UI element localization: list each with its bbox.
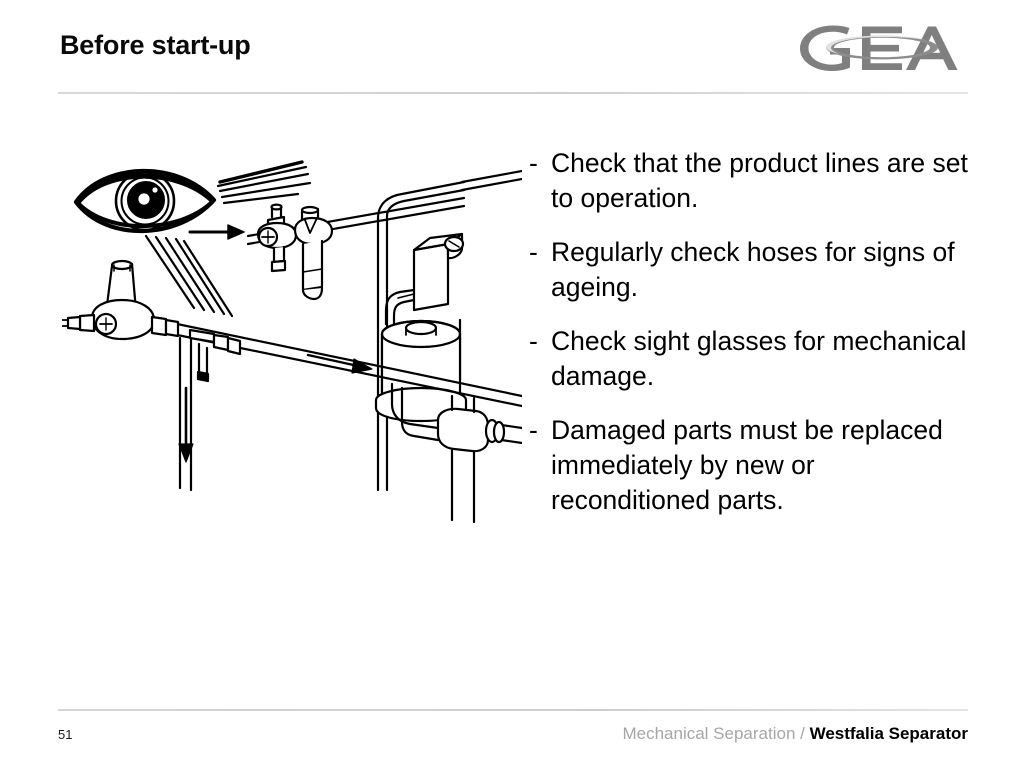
flow-arrow-down [178,386,194,463]
bullet-dash: - [529,326,538,356]
gea-logo [790,16,972,78]
footer-divider [58,709,968,711]
bullet-text: Damaged parts must be replaced immediate… [551,415,943,515]
downpipe-left [178,336,193,492]
slide-footer: 51 Mechanical Separation / Westfalia Sep… [0,709,1024,767]
list-item: - Regularly check hoses for signs of age… [529,235,979,305]
bullet-dash: - [529,148,538,178]
cross-fitting [390,382,522,524]
header-divider [58,92,968,94]
sight-rays-lower [144,234,234,318]
footer-brand: Mechanical Separation / Westfalia Separa… [622,724,968,744]
slide-header: Before start-up [0,0,1024,96]
flow-arrow-lower [306,353,373,374]
list-item: - Check sight glasses for mechanical dam… [529,324,979,394]
eye-icon [73,168,217,234]
page-title: Before start-up [60,30,251,60]
sight-rays-upper [216,160,312,205]
filter-assembly [293,205,334,301]
bullet-text: Check that the product lines are set to … [551,148,968,213]
bullet-dash: - [529,415,538,445]
top-pipe [460,169,522,192]
page-number: 51 [58,727,73,742]
footer-brand-name: Westfalia Separator [809,724,968,743]
valve-assembly-gauge [256,203,298,273]
list-item: - Check that the product lines are set t… [529,146,979,216]
bullet-text: Regularly check hoses for signs of agein… [551,237,955,302]
flow-arrow-upper [188,224,245,240]
footer-department: Mechanical Separation / [622,724,810,743]
left-valve-assembly [62,259,180,341]
bullet-dash: - [529,237,538,267]
bullet-list: - Check that the product lines are set t… [529,146,979,518]
sight-glass-valve-block [384,232,465,328]
piping-inspection-diagram [62,138,522,538]
lower-tee-branch [188,328,242,383]
list-item: - Damaged parts must be replaced immedia… [529,413,979,518]
bullet-text: Check sight glasses for mechanical damag… [551,326,967,391]
